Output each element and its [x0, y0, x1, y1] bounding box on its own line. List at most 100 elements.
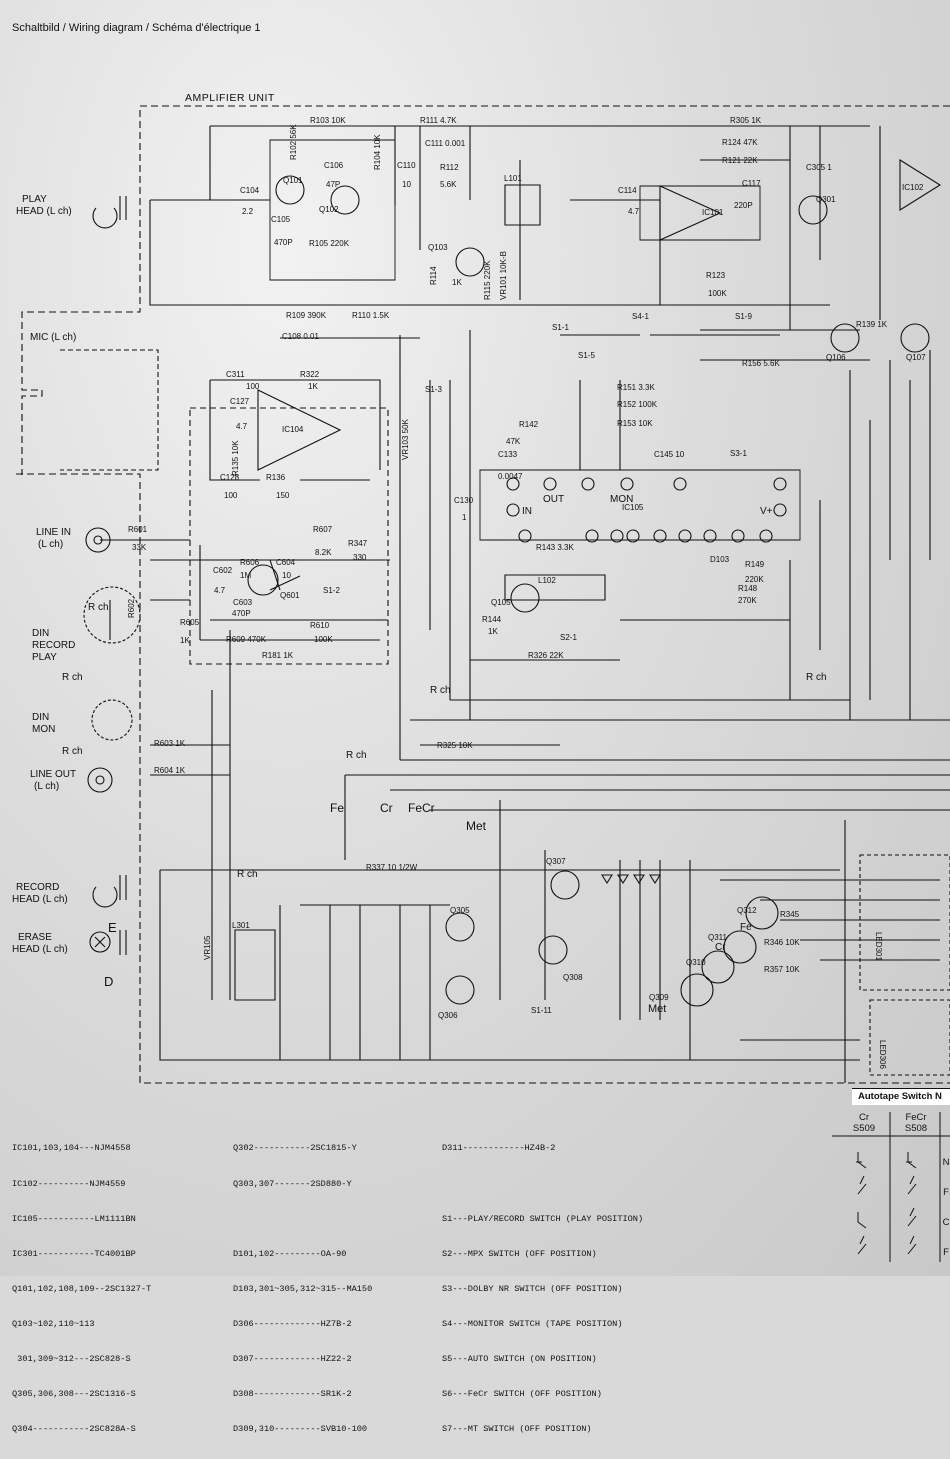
unit-title: AMPLIFIER UNIT: [185, 92, 275, 104]
component-label: R347: [348, 539, 368, 548]
component-label: C105: [271, 215, 291, 224]
component-label: S2-1: [560, 633, 577, 642]
component-label: C305 1: [806, 163, 832, 172]
in-pin-label: IN: [522, 506, 532, 517]
legend-entry: S7---MT SWITCH (OFF POSITION): [442, 1424, 592, 1435]
legend-entry: S4---MONITOR SWITCH (TAPE POSITION): [442, 1318, 623, 1329]
component-label: VR103 50K: [401, 418, 410, 460]
cr-label: Cr: [380, 801, 393, 815]
component-label: 1K: [452, 278, 462, 287]
component-label: 220P: [734, 201, 753, 210]
component-label: R345: [780, 910, 800, 919]
component-label: Q102: [319, 205, 339, 214]
component-label: 470P: [232, 609, 251, 618]
legend-entry: S3---DOLBY NR SWITCH (OFF POSITION): [442, 1283, 623, 1294]
legend-entry: D103,301~305,312~315--MA150: [233, 1283, 373, 1294]
component-label: R110 1.5K: [352, 311, 390, 320]
component-label: R322: [300, 370, 320, 379]
component-label: IC102: [902, 183, 924, 192]
component-label: C602: [213, 566, 233, 575]
component-label: S1-9: [735, 312, 752, 321]
component-label: R143 3.3K: [536, 543, 574, 552]
mon-pin-label: MON: [610, 494, 633, 505]
erase-head-label: ERASE: [18, 932, 52, 943]
component-label: Q301: [816, 195, 836, 204]
node-d-label: D: [104, 974, 113, 989]
component-label: 1K: [180, 636, 190, 645]
component-label: C130: [454, 496, 474, 505]
legend-entry: Q304-----------2SC828A-S: [12, 1424, 136, 1435]
legend-entry: D311------------HZ4B-2: [442, 1143, 556, 1154]
parts-legend-col3: D311------------HZ4B-2 S1---PLAY/RECORD …: [442, 1120, 643, 1459]
component-label: R139 1K: [856, 320, 888, 329]
din-record-label: DIN: [32, 628, 49, 639]
legend-entry: Q305,306,308---2SC1316-S: [12, 1389, 136, 1400]
component-label: R604 1K: [154, 766, 186, 775]
mic-label: MIC (L ch): [30, 332, 76, 343]
component-label: S3-1: [730, 449, 747, 458]
component-label: Q312: [737, 906, 757, 915]
component-label: IC105: [622, 503, 644, 512]
component-label: R610: [310, 621, 330, 630]
component-label: L102: [538, 576, 556, 585]
component-label: C145 10: [654, 450, 685, 459]
component-label: S1-1: [552, 323, 569, 332]
rch-label: R ch: [430, 685, 451, 696]
legend-entry: Q303,307-------2SD880-Y: [233, 1178, 352, 1189]
play-head-label-2: HEAD (L ch): [16, 206, 72, 217]
component-label: R112: [440, 163, 459, 172]
switch-header-fecr: FeCr: [905, 1112, 927, 1123]
rch-label: R ch: [346, 750, 367, 761]
legend-entry: Q103~102,110~113: [12, 1318, 95, 1329]
switch-row-label: F: [943, 1187, 949, 1198]
component-label: 1K: [308, 382, 318, 391]
cr-label: Cr: [715, 942, 726, 953]
legend-entry: D306-------------HZ7B-2: [233, 1318, 352, 1329]
component-label: R144: [482, 615, 502, 624]
component-label: R121 22K: [722, 156, 758, 165]
din-record-label-3: PLAY: [32, 652, 57, 663]
component-label: C311: [226, 370, 245, 379]
vplus-pin-label: V+: [760, 506, 773, 517]
component-label: C106: [324, 161, 344, 170]
legend-entry: D309,310---------SVB10-100: [233, 1424, 368, 1435]
component-label: R142: [519, 420, 539, 429]
component-label: C110: [397, 161, 416, 170]
component-label: R136: [266, 473, 286, 482]
record-head-label: RECORD: [16, 882, 59, 893]
component-label: R151 3.3K: [617, 383, 655, 392]
component-label: C604: [276, 558, 296, 567]
component-label: 5.6K: [440, 180, 457, 189]
component-label: C128: [220, 473, 240, 482]
component-label: 33K: [132, 543, 147, 552]
component-label: R124 47K: [722, 138, 758, 147]
component-label: S1-11: [531, 1006, 552, 1015]
line-in-label: LINE IN: [36, 527, 71, 538]
component-label: S1-3: [425, 385, 442, 394]
component-label: 10: [282, 571, 291, 580]
component-label: D103: [710, 555, 730, 564]
component-label: C114: [618, 186, 637, 195]
page-title: Schaltbild / Wiring diagram / Schéma d'é…: [12, 22, 261, 34]
component-label: 100: [246, 382, 260, 391]
component-label: R305 1K: [730, 116, 762, 125]
fecr-label: FeCr: [408, 801, 435, 815]
component-label: 220K: [745, 575, 764, 584]
schematic-canvas: PLAY HEAD (L ch) MIC (L ch) LINE IN (L c…: [12, 105, 950, 1084]
component-label: Q308: [563, 973, 583, 982]
play-head-label: PLAY: [22, 194, 47, 205]
switch-header-cr: Cr: [858, 1112, 870, 1123]
line-in-label-2: (L ch): [38, 539, 63, 550]
node-e-label: E: [108, 920, 117, 935]
component-label: S4-1: [632, 312, 649, 321]
component-label: Q305: [450, 906, 470, 915]
component-label: C117: [742, 179, 761, 188]
din-mon-label: DIN: [32, 712, 49, 723]
switch-header-s508: S508: [904, 1123, 928, 1134]
component-label: VR101 10K-B: [499, 251, 508, 300]
component-label: 0.0047: [498, 472, 523, 481]
met-label: Met: [466, 819, 487, 833]
component-label: R357 10K: [764, 965, 800, 974]
component-label: R109 390K: [286, 311, 327, 320]
